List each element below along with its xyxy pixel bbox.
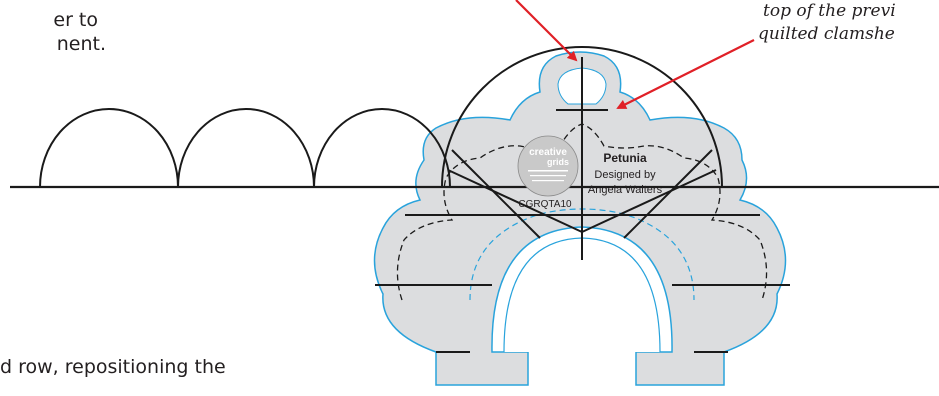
instruction-text-line-2: nent.	[56, 33, 106, 55]
diagonal-line-left-steep	[447, 169, 583, 233]
clamshell-arc-2	[177, 108, 315, 188]
template-designed-by: Designed by	[594, 169, 656, 181]
clamshell-arc-4	[441, 46, 723, 188]
instruction-text-line-3: d row, repositioning the	[0, 356, 226, 378]
creative-grids-logo: creative grids	[517, 135, 579, 197]
ruler-outline	[373, 51, 787, 386]
template-designer: Angela Walters	[588, 184, 663, 196]
template-name: Petunia	[603, 151, 647, 165]
clamshell-arc-1	[39, 108, 179, 188]
template-code: CGRQTA10	[518, 199, 572, 210]
callout-text-line-2: quilted clamshe	[758, 24, 895, 44]
logo-brand-bottom: grids	[547, 157, 569, 167]
petunia-ruler-template	[373, 51, 787, 386]
diagonal-line-right-steep	[581, 169, 717, 233]
diagonal-line-right	[623, 149, 713, 239]
instruction-text-line-1: er to	[53, 9, 98, 31]
logo-brand-top: creative	[529, 147, 567, 158]
diagonal-line-left	[451, 149, 541, 239]
red-arrow-callout	[616, 39, 755, 109]
clamshell-arc-3	[313, 108, 451, 188]
red-arrow-top	[515, 0, 578, 62]
callout-text-line-1: top of the previ	[763, 1, 896, 21]
